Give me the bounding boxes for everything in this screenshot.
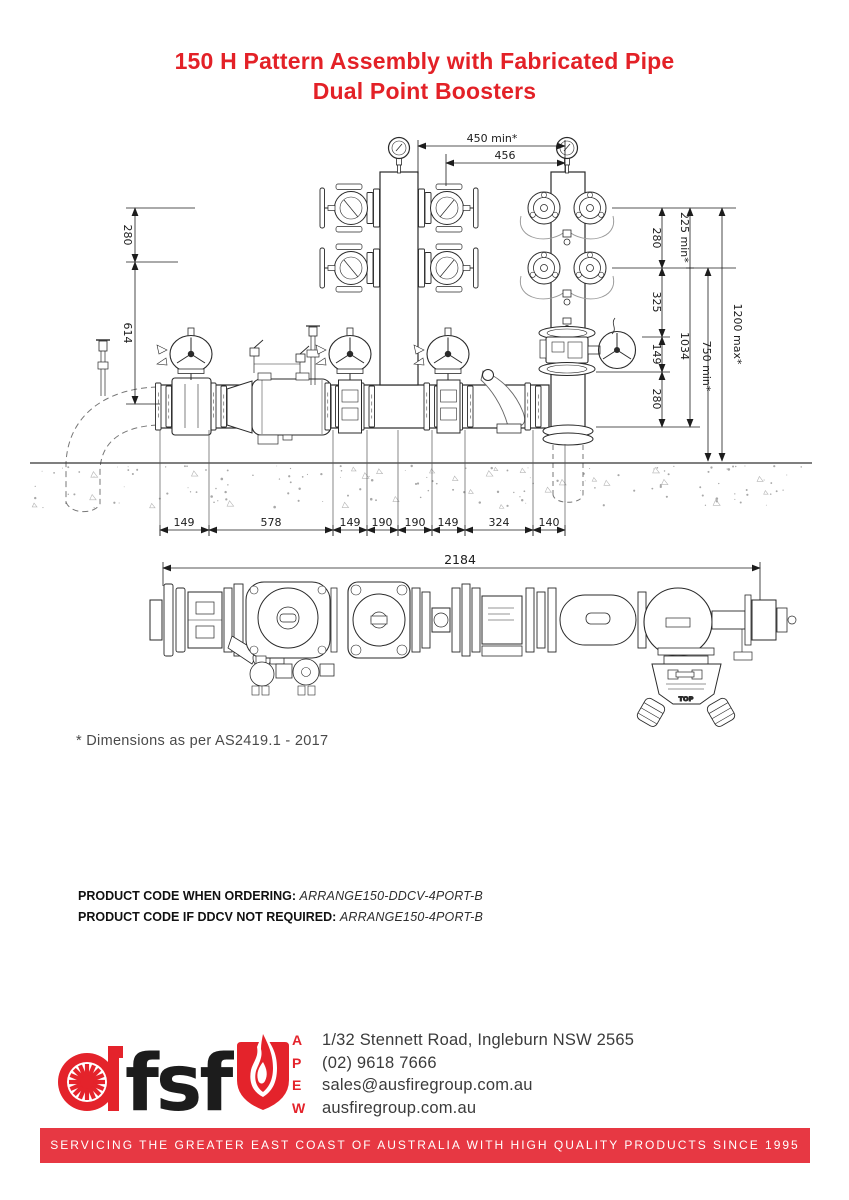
afsf-logo: fsf — [53, 1026, 293, 1129]
contact-key-a: A — [292, 1032, 303, 1048]
logo-letter-a-icon — [58, 1046, 123, 1111]
logo-letters-fsf: fsf — [125, 1039, 234, 1121]
standpipe-check-valve — [538, 317, 637, 446]
dim-chain-149: 149 — [650, 344, 663, 365]
dim-750min: 750 min* — [700, 341, 713, 392]
dim-chain-325: 325 — [650, 292, 663, 313]
title-line-2: Dual Point Boosters — [312, 78, 537, 104]
dim-b3: 190 — [372, 516, 393, 529]
dim-b1: 578 — [261, 516, 282, 529]
y-piece-top-label: TOP — [679, 695, 694, 703]
contact-phone: (02) 9618 7666 — [322, 1053, 437, 1072]
dim-left-614: 614 — [121, 323, 134, 344]
contact-email[interactable]: sales@ausfiregroup.com.au — [322, 1076, 533, 1094]
dim-b4: 190 — [405, 516, 426, 529]
contact-key-p: P — [292, 1054, 302, 1071]
butterfly-valve-right — [413, 327, 474, 434]
contact-address: 1/32 Stennett Road, Ingleburn NSW 2565 — [322, 1031, 635, 1049]
dim-450min: 450 min* — [467, 132, 518, 145]
dimensions-footnote: * Dimensions as per AS2419.1 - 2017 — [76, 733, 329, 749]
test-point-stack — [96, 339, 110, 396]
dim-225min: 225 min* — [678, 212, 691, 263]
contact-key-w: W — [292, 1099, 306, 1116]
product-code-line-1: PRODUCT CODE WHEN ORDERING: ARRANGE150-D… — [78, 886, 483, 907]
plan-drawing: 2184 — [149, 552, 797, 727]
dim-left-280: 280 — [121, 225, 134, 246]
contact-address-row: A 1/32 Stennett Road, Ingleburn NSW 2565 — [292, 1031, 634, 1054]
inlet-isolation-valve — [155, 327, 227, 436]
contact-website[interactable]: ausfiregroup.com.au — [322, 1098, 477, 1117]
dim-bottom — [159, 525, 566, 536]
page-title: 150 H Pattern Assembly with Fabricated P… — [0, 46, 849, 106]
dim-left — [126, 207, 195, 405]
product-code-value-1: ARRANGE150-DDCV-4PORT-B — [299, 889, 483, 903]
relief-stack — [306, 325, 320, 385]
dim-b0: 149 — [174, 516, 195, 529]
extension-lines — [159, 430, 566, 536]
dim-chain-280a: 280 — [650, 228, 663, 249]
dim-2184: 2184 — [444, 552, 476, 567]
dim-overall — [162, 562, 761, 600]
test-cocks — [249, 339, 310, 373]
dim-1200max: 1200 max* — [731, 304, 744, 365]
dim-b7: 140 — [539, 516, 560, 529]
ordering-codes: PRODUCT CODE WHEN ORDERING: ARRANGE150-D… — [78, 886, 483, 927]
contact-phone-row: P (02) 9618 7666 — [292, 1054, 634, 1077]
pressure-gauge-riser — [387, 136, 411, 174]
pressure-gauge-standpipe — [555, 136, 579, 174]
dim-b5: 149 — [438, 516, 459, 529]
dim-b6: 324 — [489, 516, 510, 529]
underground-inlet-pipe — [65, 386, 158, 513]
product-code-label-1: PRODUCT CODE WHEN ORDERING: — [78, 889, 297, 903]
standpipe-handwheel — [597, 317, 637, 370]
title-line-1: 150 H Pattern Assembly with Fabricated P… — [174, 48, 675, 74]
soil-texture — [31, 464, 802, 509]
contact-block: A 1/32 Stennett Road, Ingleburn NSW 2565… — [292, 1031, 634, 1121]
plan-booster-y-piece: TOP — [636, 647, 736, 727]
double-check-valve — [226, 339, 332, 445]
logo-flame-shield-icon — [237, 1032, 289, 1110]
plan-assembly — [149, 581, 797, 696]
contact-key-e: E — [292, 1077, 302, 1093]
product-code-line-2: PRODUCT CODE IF DDCV NOT REQUIRED: ARRAN… — [78, 907, 483, 928]
swing-arm-fitting — [480, 369, 526, 434]
dim-right — [596, 207, 736, 462]
dim-b2: 149 — [340, 516, 361, 529]
contact-email-row: E sales@ausfiregroup.com.au — [292, 1076, 634, 1099]
contact-web-row: W ausfiregroup.com.au — [292, 1099, 634, 1122]
plan-bypass-chain — [249, 655, 335, 696]
product-code-value-2: ARRANGE150-4PORT-B — [339, 909, 484, 924]
dim-456: 456 — [495, 149, 516, 162]
footer-banner: SERVICING THE GREATER EAST COAST OF AUST… — [40, 1128, 810, 1163]
riser-pipe — [379, 171, 419, 386]
dim-top — [417, 140, 566, 186]
dim-1034: 1034 — [678, 332, 691, 360]
dim-chain-280b: 280 — [650, 389, 663, 410]
underground-outlet-pipe — [552, 445, 584, 503]
product-code-label-2: PRODUCT CODE IF DDCV NOT REQUIRED: — [78, 909, 337, 924]
elevation-drawing: 450 min* 456 280 614 280 — [30, 132, 812, 536]
butterfly-valve-left — [315, 327, 375, 434]
